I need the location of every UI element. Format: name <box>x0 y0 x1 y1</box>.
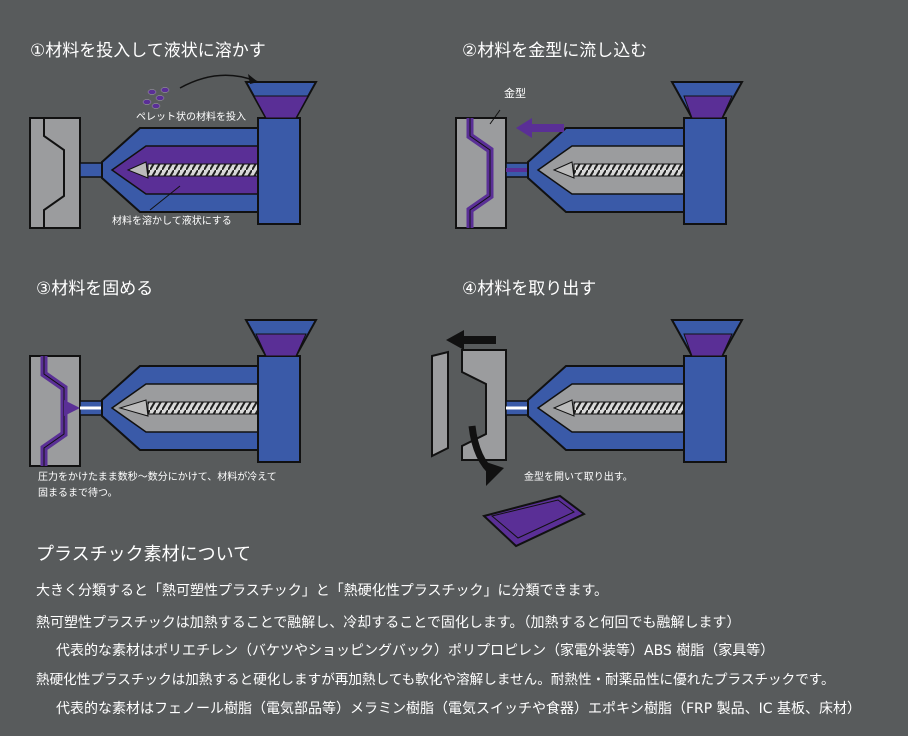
section-line-1: 大きく分類すると「熱可塑性プラスチック」と「熱硬化性プラスチック」に分類できます… <box>36 583 609 599</box>
section-line-5: 代表的な素材はフェノール樹脂（電気部品等）メラミン樹脂（電気スイッチや食器）エポ… <box>56 701 862 717</box>
arrow-left-icon <box>530 124 564 132</box>
step3-title: ③材料を固める <box>36 279 154 299</box>
step3-machine <box>29 319 318 467</box>
section-line-3: 代表的な素材はポリエチレン（バケツやショッピングバック）ポリプロピレン（家電外装… <box>56 643 775 659</box>
step2-mold <box>455 117 507 229</box>
section-title: プラスチック素材について <box>36 544 252 565</box>
step4-machine <box>431 319 744 548</box>
step4-title: ④材料を取り出す <box>462 279 597 299</box>
step4-mold-left <box>431 350 449 458</box>
step4-mold-right <box>461 349 507 461</box>
step1-note-melt: 材料を溶かして液状にする <box>112 216 232 227</box>
ejected-part <box>481 494 586 548</box>
step1-note-pellet: ペレット状の材料を投入 <box>136 112 246 123</box>
step3-note-line2: 固まるまで待つ。 <box>38 488 118 499</box>
step1-machine <box>29 74 318 229</box>
step2-label-mold: 金型 <box>504 87 526 100</box>
step1-mold <box>29 117 81 229</box>
pellets-icon <box>142 87 170 109</box>
section-line-2: 熱可塑性プラスチックは加熱することで融解し、冷却することで固化します。（加熱する… <box>36 615 741 631</box>
step2-machine <box>455 81 744 229</box>
step3-note-line1: 圧力をかけたまま数秒〜数分にかけて、材料が冷えて <box>38 472 277 483</box>
section-line-4: 熱硬化性プラスチックは加熱すると硬化しますが再加熱しても軟化や溶解しません。耐熱… <box>36 672 835 688</box>
arrow-left-black-icon <box>462 336 496 344</box>
step4-note: 金型を開いて取り出す。 <box>524 472 633 483</box>
step1-title: ①材料を投入して液状に溶かす <box>30 41 266 61</box>
step2-title: ②材料を金型に流し込む <box>462 41 648 61</box>
